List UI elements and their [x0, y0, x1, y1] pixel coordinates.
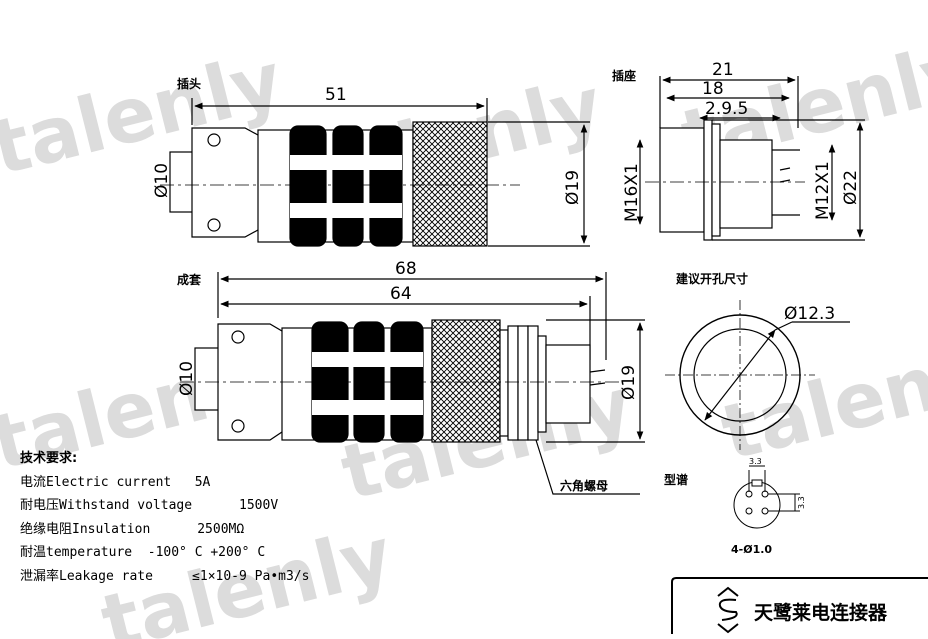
- pinout-side-dim: 3.3: [797, 496, 806, 509]
- assembly-label: 成套: [177, 272, 202, 287]
- socket-small-dim: 2.9.5: [705, 99, 748, 119]
- socket-view: 插座 21 18 2.9.5 M16X1 M12X1 Ø22: [612, 60, 865, 241]
- socket-label: 插座: [612, 68, 636, 83]
- brand-name: 天鹭莱电连接器: [754, 602, 888, 624]
- hole-view: 建议开孔尺寸 Ø12.3: [665, 271, 850, 450]
- plug-view: 插头 51 Ø10 Ø19: [152, 76, 590, 247]
- watermark-6: talenly: [713, 320, 928, 478]
- spec-row: 绝缘电阻Insulation 2500MΩ: [20, 521, 245, 537]
- plug-cable-dia: Ø10: [152, 163, 172, 198]
- spec-row: 耐电压Withstand voltage 1500V: [20, 498, 279, 513]
- tech-specs: 技术要求: 电流Electric current 5A 耐电压Withstand…: [20, 447, 309, 588]
- spec-row: 电流Electric current 5A: [20, 474, 211, 490]
- pinout-label: 型谱: [664, 472, 688, 487]
- plug-label: 插头: [177, 76, 201, 91]
- spec-row: 泄漏率Leakage rate ≤1×10-9 Pa•m3/s: [20, 568, 310, 584]
- s-logo-icon: [717, 586, 739, 634]
- assembly-cable-dia: Ø10: [177, 361, 197, 396]
- spec-row: 耐温temperature -100° C +200° C: [20, 545, 266, 560]
- plug-body-dia: Ø19: [563, 170, 583, 205]
- socket-thread-inner: M12X1: [813, 161, 833, 220]
- socket-thread-outer: M16X1: [622, 163, 642, 222]
- assembly-inner-dim: 64: [390, 284, 412, 304]
- assembly-total-dim: 68: [395, 259, 417, 279]
- plug-length-dim: 51: [325, 85, 347, 105]
- hole-label: 建议开孔尺寸: [675, 271, 748, 286]
- socket-total-dim: 21: [712, 60, 734, 80]
- hole-dia: Ø12.3: [784, 304, 835, 324]
- socket-body-dim: 18: [702, 79, 724, 99]
- specs-title: 技术要求:: [20, 451, 78, 466]
- pinout-top-dim: 3.3: [749, 457, 762, 466]
- assembly-view: 成套 68 64 Ø10 Ø19: [177, 259, 645, 495]
- pinout-view: 型谱 3.3 3.3: [664, 457, 806, 529]
- brand-box-border: [671, 577, 928, 634]
- pin-spec: 4-Ø1.0: [731, 543, 773, 556]
- socket-dia: Ø22: [841, 170, 861, 205]
- assembly-body-dia: Ø19: [619, 365, 639, 400]
- nut-label: 六角螺母: [560, 478, 608, 493]
